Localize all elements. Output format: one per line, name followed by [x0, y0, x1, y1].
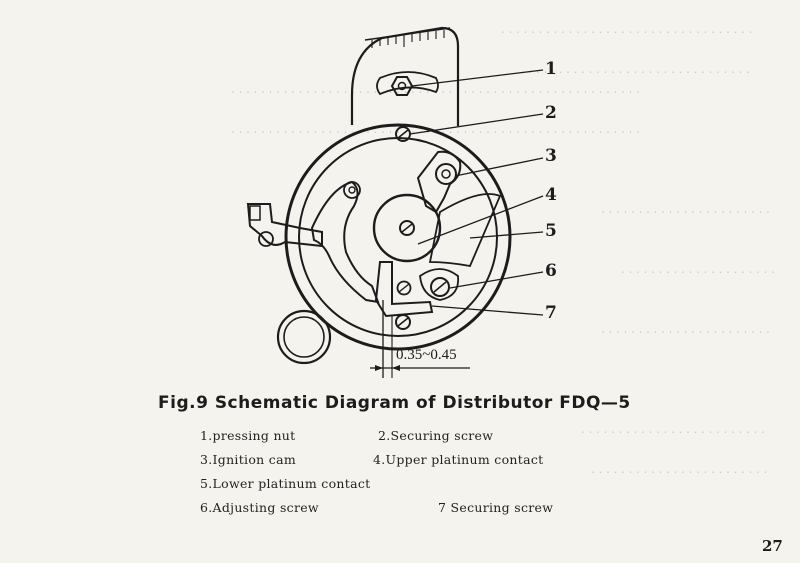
adjust-slot [376, 71, 439, 96]
washer-ring [276, 309, 332, 365]
callout-6: 6 [545, 261, 557, 281]
leader-lines [409, 69, 544, 316]
cam-center-screw [399, 220, 415, 236]
lower-contact-plate [428, 193, 502, 268]
legend-item-3: 3.Ignition cam [200, 452, 296, 467]
pressing-nut [390, 76, 414, 96]
page-number: 27 [762, 537, 783, 555]
dimension-label: 0.35~0.45 [396, 347, 457, 363]
legend-item-7: 7 Securing screw [438, 500, 554, 515]
legend-item-1: 1.pressing nut [200, 428, 296, 443]
legend-item-4: 4.Upper platinum contact [373, 452, 544, 467]
callout-7: 7 [545, 303, 557, 323]
callout-3: 3 [545, 146, 557, 166]
breaker-plate [298, 137, 498, 337]
figure-caption: Fig.9 Schematic Diagram of Distributor F… [158, 393, 631, 413]
legend-item-2: 2.Securing screw [378, 428, 494, 443]
adjusting-screw-6 [430, 277, 450, 297]
terminal-bracket [246, 203, 323, 248]
callout-2: 2 [545, 103, 557, 123]
securing-screw-7 [395, 314, 411, 330]
callout-5: 5 [545, 221, 557, 241]
legend-item-5: 5.Lower platinum contact [200, 476, 371, 491]
distributor-housing [284, 123, 512, 351]
ignition-cam [372, 193, 442, 263]
adjusting-screw-plate [419, 268, 460, 301]
legend-item-6: 6.Adjusting screw [200, 500, 319, 515]
scale-ticks [371, 30, 445, 48]
contact-bracket [374, 261, 434, 318]
callout-1: 1 [545, 59, 557, 79]
callout-4: 4 [545, 185, 557, 205]
